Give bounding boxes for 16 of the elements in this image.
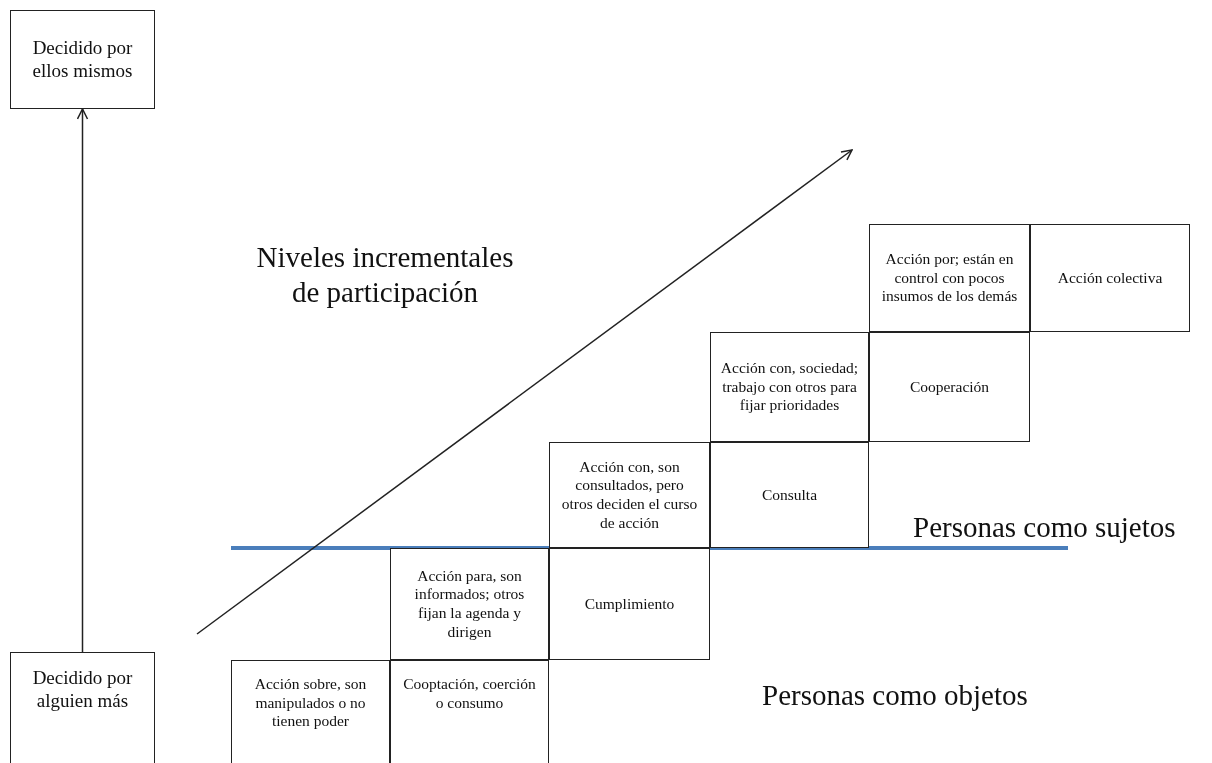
ladder-step-box: Cumplimiento: [549, 548, 710, 660]
region-label: Personas como objetos: [762, 678, 1028, 713]
region-label: Personas como sujetos: [913, 510, 1176, 545]
ladder-step-box: Acción con, sociedad; trabajo con otros para fijar prioridades: [710, 332, 869, 442]
axis-end-box: Decidido por ellos mismos: [10, 10, 155, 109]
ladder-step-box: Cooptación, coerción o consumo: [390, 660, 549, 763]
ladder-step-box: Acción con, son consultados, pero otros deciden el curso de acción: [549, 442, 710, 548]
ladder-step-box: Acción sobre, son manipulados o no tienen poder: [231, 660, 390, 763]
axis-end-box: Decidido por alguien más: [10, 652, 155, 763]
arrow: [76, 108, 89, 653]
ladder-step-box: Acción por; están en control con pocos insumos de los demás: [869, 224, 1030, 332]
ladder-step-box: Acción colectiva: [1030, 224, 1190, 332]
ladder-step-box: Cooperación: [869, 332, 1030, 442]
ladder-step-box: Acción para, son informados; otros fijan la agenda y dirigen: [390, 548, 549, 660]
ladder-step-box: Consulta: [710, 442, 869, 548]
heading-text: Niveles incrementales de participación: [255, 240, 515, 310]
